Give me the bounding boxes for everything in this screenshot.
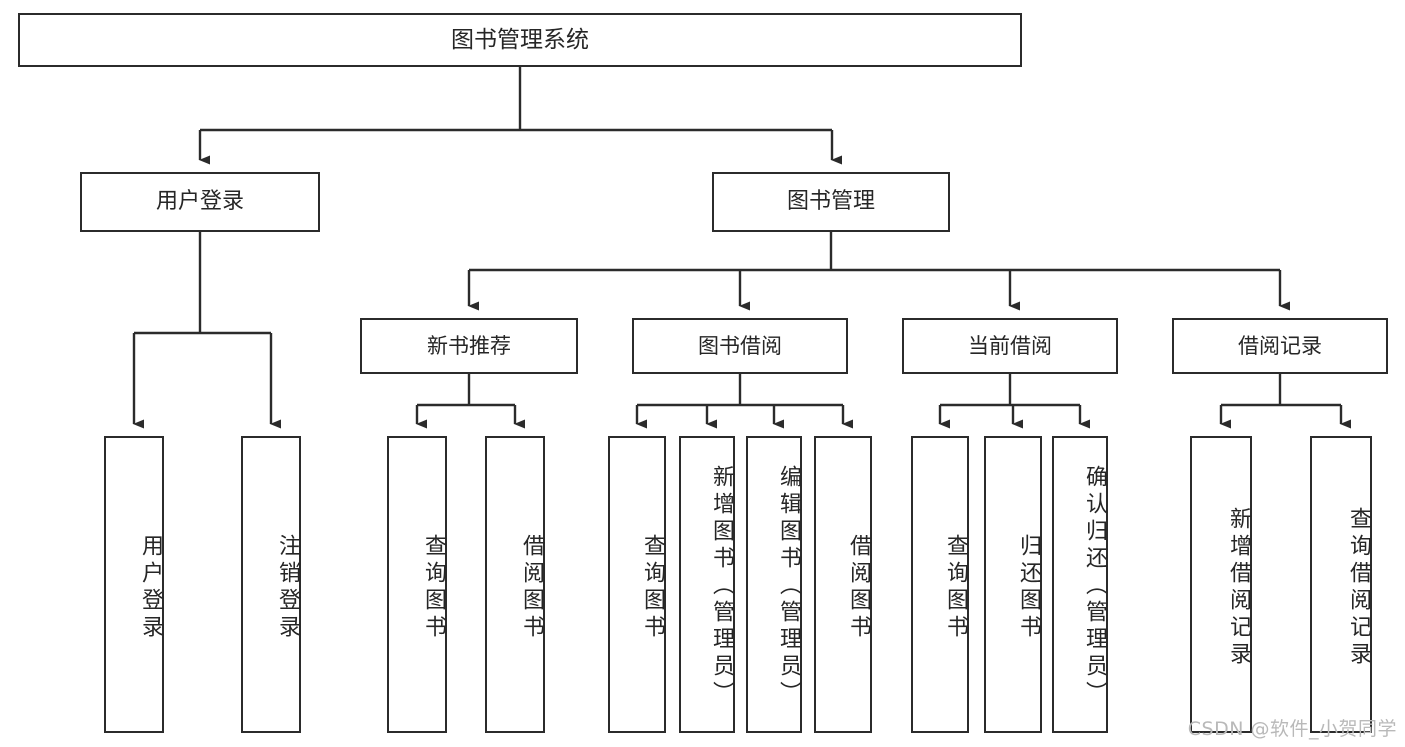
node-book-management[interactable]: 图书管理 xyxy=(712,172,950,232)
node-leaf-edit-book-admin[interactable]: 编辑图书（管理员） xyxy=(746,436,802,733)
node-leaf-borrow-book-1[interactable]: 借阅图书 xyxy=(485,436,545,733)
node-leaf-query-book-2[interactable]: 查询图书 xyxy=(608,436,666,733)
root-to-level2-edges xyxy=(198,67,842,165)
node-leaf-borrow-book-2-label: 借阅图书 xyxy=(846,533,871,642)
node-root-label: 图书管理系统 xyxy=(451,26,589,53)
node-leaf-confirm-return-admin-label: 确认归还（管理员） xyxy=(1082,464,1107,708)
node-leaf-confirm-return-admin[interactable]: 确认归还（管理员） xyxy=(1052,436,1108,733)
book-management-to-level3-edges xyxy=(467,232,1290,311)
node-leaf-query-book-2-label: 查询图书 xyxy=(640,533,665,642)
node-leaf-query-book-1[interactable]: 查询图书 xyxy=(387,436,447,733)
node-new-book-recommend-label: 新书推荐 xyxy=(427,333,511,358)
node-leaf-edit-book-admin-label: 编辑图书（管理员） xyxy=(776,464,801,708)
node-leaf-user-login-label: 用户登录 xyxy=(138,533,163,642)
node-leaf-add-book-admin-label: 新增图书（管理员） xyxy=(709,464,734,708)
node-root[interactable]: 图书管理系统 xyxy=(18,13,1022,67)
borrow-record-to-leaves-edges xyxy=(1219,374,1351,429)
new-book-recommend-to-leaves-edges xyxy=(415,374,525,429)
node-leaf-return-book[interactable]: 归还图书 xyxy=(984,436,1042,733)
node-book-management-label: 图书管理 xyxy=(786,189,875,215)
node-leaf-query-book-3-label: 查询图书 xyxy=(943,533,968,642)
node-current-borrow[interactable]: 当前借阅 xyxy=(902,318,1118,374)
node-leaf-borrow-book-2[interactable]: 借阅图书 xyxy=(814,436,872,733)
node-leaf-return-book-label: 归还图书 xyxy=(1016,533,1041,642)
node-book-borrow-label: 图书借阅 xyxy=(698,333,782,358)
csdn-watermark: CSDN @软件_小贺同学 xyxy=(1187,718,1397,740)
node-leaf-query-borrow-record[interactable]: 查询借阅记录 xyxy=(1310,436,1372,733)
node-user-login-label: 用户登录 xyxy=(155,189,244,215)
node-leaf-add-book-admin[interactable]: 新增图书（管理员） xyxy=(679,436,735,733)
user-login-to-leaves-edges xyxy=(132,232,281,429)
node-borrow-record[interactable]: 借阅记录 xyxy=(1172,318,1388,374)
node-leaf-user-login[interactable]: 用户登录 xyxy=(104,436,164,733)
node-leaf-query-book-1-label: 查询图书 xyxy=(421,533,446,642)
node-user-login[interactable]: 用户登录 xyxy=(80,172,320,232)
node-leaf-add-borrow-record[interactable]: 新增借阅记录 xyxy=(1190,436,1252,733)
node-leaf-query-borrow-record-label: 查询借阅记录 xyxy=(1346,506,1371,669)
node-leaf-add-borrow-record-label: 新增借阅记录 xyxy=(1226,506,1251,669)
node-current-borrow-label: 当前借阅 xyxy=(968,333,1052,358)
current-borrow-to-leaves-edges xyxy=(938,374,1090,429)
node-book-borrow[interactable]: 图书借阅 xyxy=(632,318,848,374)
node-borrow-record-label: 借阅记录 xyxy=(1238,333,1322,358)
node-leaf-logout-login-label: 注销登录 xyxy=(275,533,300,642)
book-borrow-to-leaves-edges xyxy=(635,374,853,429)
node-new-book-recommend[interactable]: 新书推荐 xyxy=(360,318,578,374)
node-leaf-query-book-3[interactable]: 查询图书 xyxy=(911,436,969,733)
node-leaf-borrow-book-1-label: 借阅图书 xyxy=(519,533,544,642)
node-leaf-logout-login[interactable]: 注销登录 xyxy=(241,436,301,733)
